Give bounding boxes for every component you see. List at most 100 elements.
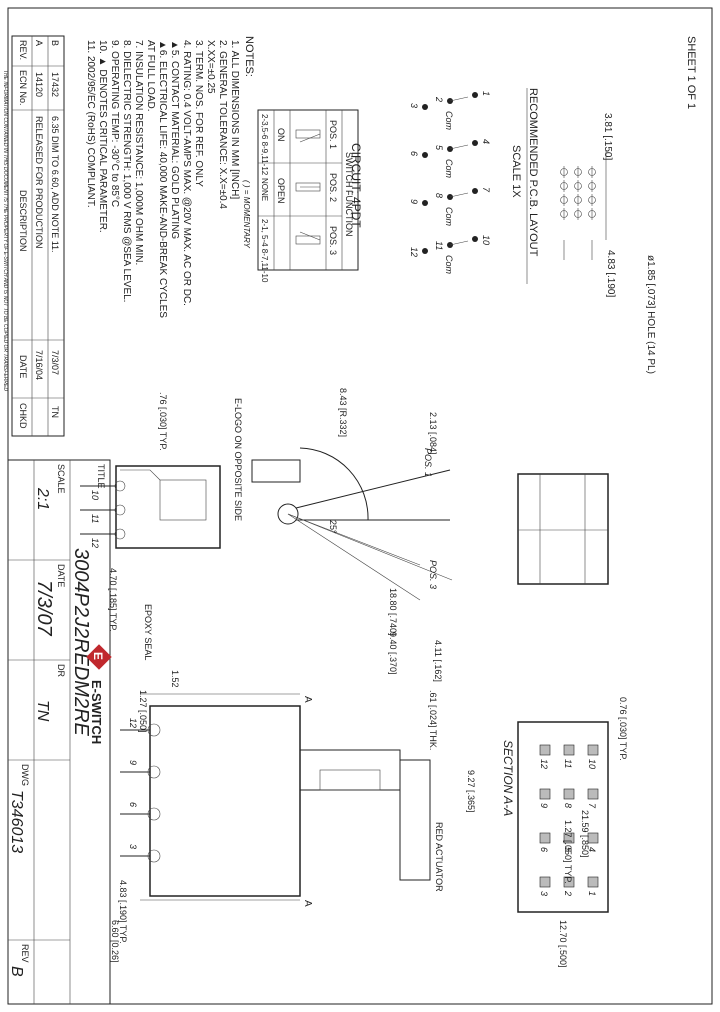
circuit-terminal	[422, 152, 428, 158]
note-line: AT FULL LOAD.	[145, 40, 156, 112]
circuit-com-label: Com	[444, 255, 454, 275]
note-line: 9. OPERATING TEMP: -30°C to 85°C	[109, 40, 120, 207]
section-contact	[563, 832, 575, 844]
circuit-terminal-number: 9	[409, 199, 419, 204]
section-contact-number: 11	[563, 759, 573, 768]
circuit-com-label: Com	[444, 159, 454, 179]
note-line: 10. ▲ DENOTES CRITICAL PARAMETER.	[97, 40, 108, 233]
side-epoxy-label: EPOXY SEAL	[143, 604, 153, 660]
circuit-terminal-number: 5	[434, 145, 444, 151]
section-contact-number: 9	[539, 803, 549, 808]
revision-table: B 17432 6.35 DIM TO 6.60, ADD NOTE 11. 7…	[2, 35, 65, 437]
rev-label: REV	[20, 944, 30, 963]
front-dim-height: 6.60 [0.26]	[110, 920, 120, 963]
pcb-dim-pitch: 3.81 [.150]	[602, 113, 613, 160]
front-terminal-number: 3	[128, 844, 138, 849]
pcb-hole-grid	[560, 150, 607, 240]
side-term-11: 11	[90, 514, 100, 523]
notes-title: NOTES:	[243, 36, 255, 77]
section-dim-gap: 0.76 [.030] TYP.	[618, 697, 628, 761]
side-dim-thk: .61 [.024] THK.	[428, 690, 438, 750]
section-contact-number: 2	[563, 890, 573, 896]
front-terminal-number: 6	[128, 802, 138, 807]
circuit-terminal-number: 8	[434, 193, 444, 198]
svg-text:E: E	[91, 652, 105, 660]
section-contact-number: 10	[587, 759, 597, 769]
switch-function-table: SWITCH FUNCTION POS. 1 POS. 2 POS. 3 ON …	[242, 109, 359, 283]
section-contact	[587, 788, 599, 800]
date-value: 7/3/07	[33, 580, 55, 636]
section-contact-number: 3	[539, 891, 549, 896]
front-terminal-number: 12	[128, 718, 138, 728]
circuit-terminal-number: 7	[481, 187, 491, 193]
dr-value: TN	[34, 700, 51, 722]
rev-row-b-rev: B	[50, 40, 60, 46]
section-dim-width: 12.70 [.500]	[558, 920, 568, 968]
rev-header-desc: DESCRIPTION	[18, 190, 28, 252]
sf-contacts-pos2: NONE	[260, 178, 269, 201]
section-contact	[539, 876, 551, 888]
dwg-value: T346013	[8, 790, 25, 853]
circuit-terminal	[472, 140, 478, 146]
side-view: 10 11 12 POS. 1 POS. 3 E-LOGO ON OPPOSIT…	[80, 388, 453, 750]
section-contact-number: 8	[563, 803, 573, 808]
sf-contacts-pos3: 2-1, 5-4 8-7,11-10	[260, 219, 269, 283]
circuit-terminal-number: 10	[481, 235, 491, 245]
section-contact	[563, 744, 575, 756]
section-contact-number: 4	[587, 847, 597, 852]
side-dim-term-len: 4.70 [.185] TYP.	[108, 568, 118, 632]
front-section-a-right: A	[302, 900, 313, 907]
section-contact	[587, 832, 599, 844]
company-name: E-SWITCH	[89, 680, 104, 744]
sf-header-pos2: POS. 2	[328, 173, 338, 202]
front-actuator-label: RED ACTUATOR	[434, 822, 444, 892]
side-pos3-label: POS. 3	[428, 560, 438, 589]
note-line: 11. 2002/95/EC (RoHS) COMPLIANT.	[85, 40, 96, 208]
front-dim-row: 4.83 [.190] TYP.	[118, 880, 128, 944]
section-contact	[587, 876, 599, 888]
circuit-terminal	[472, 188, 478, 194]
pcb-layout-title: RECOMMENDED P.C.B. LAYOUT	[527, 88, 539, 257]
note-line: 4. RATING: 0.4 VOLT-AMPS MAX. @20V MAX. …	[181, 40, 192, 306]
side-logo-note: E-LOGO ON OPPOSITE SIDE	[233, 398, 243, 521]
switch-function-title: SWITCH FUNCTION	[344, 152, 354, 237]
circuit-terminal	[422, 248, 428, 254]
pcb-layout: RECOMMENDED P.C.B. LAYOUT SCALE 1X ø1.85…	[510, 88, 656, 374]
note-line: 8. DIELECTRIC STRENGTH: 1,000 V RMS @SEA…	[121, 40, 132, 302]
sheet-label: SHEET 1 OF 1	[685, 36, 697, 109]
circuit-title: CIRCUIT: 4PDT	[349, 143, 363, 228]
sf-footnote: ( ) = MOMENTARY	[242, 180, 251, 248]
note-line: 3. TERM. NOS. FOR REF. ONLY	[193, 40, 204, 187]
side-dim-term-width: .76 [.030] TYP.	[158, 392, 168, 451]
section-contact	[539, 788, 551, 800]
circuit-terminal-number: 6	[409, 151, 419, 156]
circuit-terminal	[472, 236, 478, 242]
section-contact	[539, 744, 551, 756]
dwg-label: DWG	[20, 764, 30, 786]
section-dim-pitch: 1.27 [.050] TYP.	[563, 820, 573, 884]
pcb-layout-scale: SCALE 1X	[510, 145, 522, 198]
section-contact	[563, 876, 575, 888]
section-contact	[587, 744, 599, 756]
side-dim-body: 9.40 [.370]	[388, 632, 398, 675]
notes-block: NOTES: 1. ALL DIMENSIONS IN MM [INCH]2. …	[85, 36, 255, 318]
section-contact-number: 12	[539, 759, 549, 769]
circuit-com-label: Com	[444, 111, 454, 131]
section-contact-number: 5	[563, 847, 573, 853]
circuit-terminal-number: 2	[434, 96, 444, 102]
section-title: SECTION A-A	[501, 740, 515, 816]
circuit-terminal	[422, 200, 428, 206]
circuit-terminal	[472, 92, 478, 98]
side-term-10: 10	[90, 490, 100, 500]
circuit-terminal	[422, 104, 428, 110]
e-switch-logo: E E-SWITCH	[86, 644, 112, 744]
section-dim-length: 21.59 [.850]	[580, 810, 590, 858]
note-line: ▲6. ELECTRICAL LIFE: 40,000 MAKE-AND-BRE…	[157, 40, 168, 318]
scale-value: 2:1	[34, 487, 51, 510]
section-contact	[539, 832, 551, 844]
